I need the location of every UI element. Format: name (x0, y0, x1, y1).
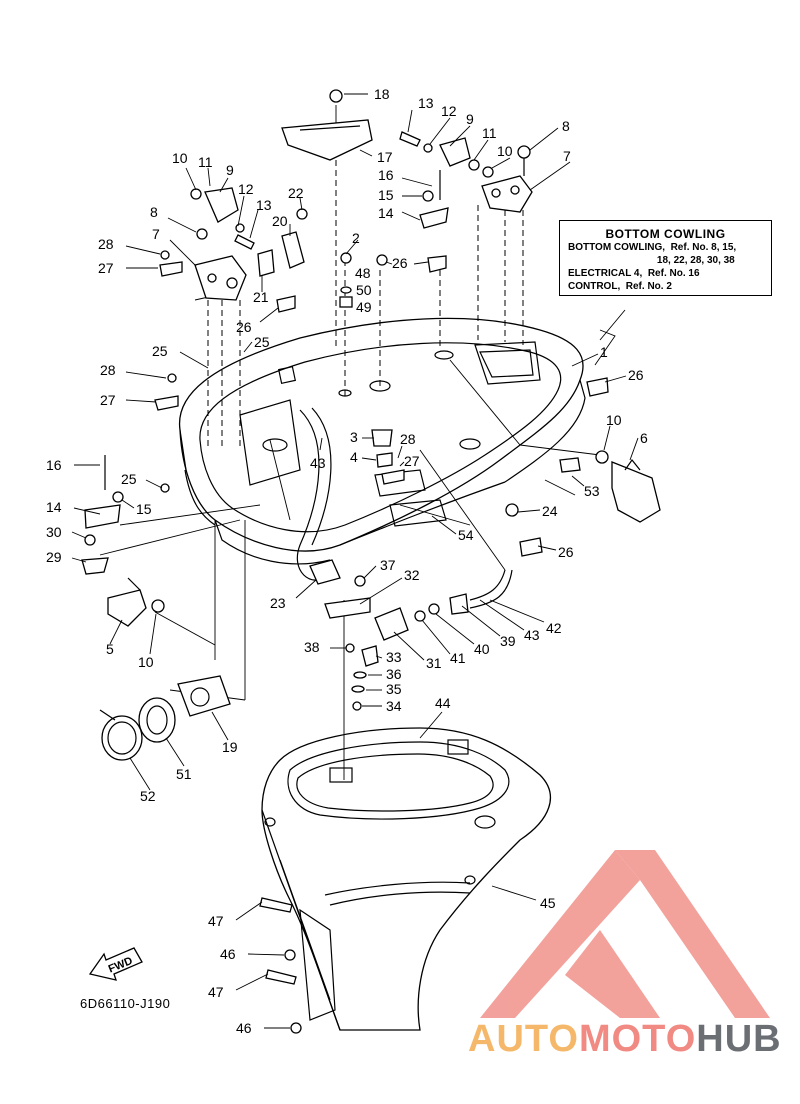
callout: 24 (542, 503, 558, 519)
fwd-arrow-icon: FWD (88, 947, 143, 981)
callout: 1 (600, 344, 608, 360)
callout: 13 (256, 197, 272, 213)
callout: 15 (136, 501, 152, 517)
callout: 34 (386, 698, 402, 714)
callout: 26 (392, 255, 408, 271)
legend-line: ELECTRICAL 4, Ref. No. 16 (568, 268, 700, 279)
callout: 21 (253, 289, 269, 305)
callout: 28 (98, 236, 114, 252)
callout: 46 (236, 1020, 252, 1036)
callout: 8 (562, 118, 570, 134)
callout: 13 (418, 95, 434, 111)
callout: 26 (558, 544, 574, 560)
callout: 15 (378, 187, 394, 203)
callout: 38 (304, 639, 320, 655)
callout: 29 (46, 549, 62, 565)
callout: 17 (377, 149, 393, 165)
reference-legend: BOTTOM COWLING BOTTOM COWLING, Ref. No. … (559, 220, 772, 296)
callout: 14 (378, 205, 394, 221)
callout: 20 (272, 213, 288, 229)
callout: 19 (222, 739, 238, 755)
legend-line: CONTROL, Ref. No. 2 (568, 281, 672, 292)
callout: 48 (355, 265, 371, 281)
brand-part: AUTO (468, 1018, 579, 1060)
callout: 8 (150, 204, 158, 220)
legend-line: 18, 22, 28, 30, 38 (568, 255, 735, 266)
callout: 25 (121, 471, 137, 487)
callout: 45 (540, 895, 556, 911)
brand-logo-text: AUTOMOTOHUB (468, 1018, 782, 1061)
callout: 33 (386, 649, 402, 665)
callout: 27 (100, 392, 116, 408)
callout: 36 (386, 666, 402, 682)
legend-line: BOTTOM COWLING, Ref. No. 8, 15, (568, 242, 737, 253)
callout: 16 (46, 457, 62, 473)
brand-part: MOTO (578, 1018, 697, 1060)
callout: 10 (606, 412, 622, 428)
callout: 25 (254, 334, 270, 350)
callout: 50 (356, 282, 372, 298)
callout: 18 (374, 86, 390, 102)
callout: 10 (138, 654, 154, 670)
callout: 52 (140, 788, 156, 804)
callout: 44 (435, 695, 451, 711)
callout: 46 (220, 946, 236, 962)
callout: 10 (497, 143, 513, 159)
callout: 11 (198, 154, 213, 170)
callout: 4 (350, 449, 358, 465)
callout: 6 (640, 430, 648, 446)
callout: 25 (152, 343, 168, 359)
callout: 32 (404, 567, 420, 583)
callout: 47 (208, 913, 224, 929)
callout: 9 (226, 162, 234, 178)
callout: 16 (378, 167, 394, 183)
callout: 53 (584, 483, 600, 499)
callout: 54 (458, 527, 474, 543)
callout: 5 (106, 641, 114, 657)
diagram-code: 6D66110-J190 (80, 996, 171, 1011)
callout-numbers: 18 17 13 12 9 11 10 8 7 16 15 14 10 11 9… (46, 86, 648, 1036)
callout: 30 (46, 524, 62, 540)
callout: 39 (500, 633, 516, 649)
callout: 43 (310, 455, 326, 471)
callout: 9 (466, 111, 474, 127)
small-parts (81, 89, 661, 1034)
callout: 27 (404, 453, 420, 469)
callout: 49 (356, 299, 372, 315)
callout: 28 (400, 431, 416, 447)
callout: 28 (100, 362, 116, 378)
callout: 23 (270, 595, 286, 611)
callout: 42 (546, 620, 562, 636)
callout: 35 (386, 681, 402, 697)
callout: 12 (441, 103, 457, 119)
callout: 37 (380, 557, 396, 573)
callout: 43 (524, 627, 540, 643)
callout: 14 (46, 499, 62, 515)
callout: 11 (482, 125, 497, 141)
callout: 41 (450, 650, 466, 666)
callout: 47 (208, 984, 224, 1000)
callout: 7 (563, 148, 571, 164)
callout: 7 (152, 226, 160, 242)
alignment-lines (99, 105, 601, 780)
callout: 40 (474, 641, 490, 657)
callout: 10 (172, 150, 188, 166)
brand-part: HUB (696, 1018, 782, 1060)
legend-title: BOTTOM COWLING (605, 227, 726, 241)
callout: 12 (238, 181, 254, 197)
callout: 2 (352, 230, 360, 246)
callout: 3 (350, 429, 358, 445)
callout: 22 (288, 185, 304, 201)
callout: 27 (98, 260, 114, 276)
callout: 26 (628, 367, 644, 383)
callout: 26 (236, 319, 252, 335)
callout: 51 (176, 766, 192, 782)
callout: 31 (426, 655, 442, 671)
bottom-cowling-body (261, 727, 551, 1031)
